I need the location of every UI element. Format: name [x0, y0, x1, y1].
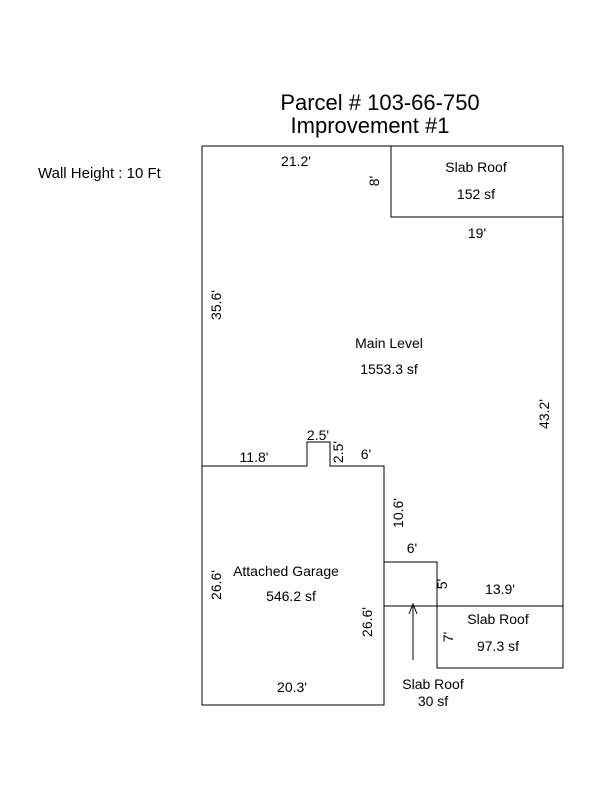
- slab-small-area: 30 sf: [418, 693, 448, 709]
- garage-name: Attached Garage: [233, 563, 339, 579]
- dim-slab-right-top: 13.9': [485, 581, 515, 597]
- slab-top-name: Slab Roof: [445, 159, 507, 175]
- garage-top-wall: [202, 441, 385, 562]
- main-level-area: 1553.3 sf: [360, 361, 418, 377]
- dim-garage-top-right: 6': [361, 446, 371, 462]
- main-outline: [201, 145, 564, 706]
- arrow-head-icon: [408, 602, 418, 615]
- dim-left-upper: 35.6': [208, 290, 224, 320]
- parcel-title: Parcel # 103-66-750: [280, 90, 480, 115]
- dim-right: 43.2': [536, 399, 552, 429]
- dim-top: 21.2': [281, 153, 311, 169]
- dim-garage-left: 26.6': [208, 570, 224, 600]
- slab-right-name: Slab Roof: [467, 611, 529, 627]
- dim-notch-side: 2.5': [330, 441, 346, 463]
- dim-garage-top-left: 11.8': [240, 449, 269, 465]
- garage-area: 546.2 sf: [266, 588, 316, 604]
- improvement-title: Improvement #1: [290, 113, 450, 138]
- dim-step-side: 5': [434, 579, 450, 589]
- dim-step-top: 6': [407, 540, 417, 556]
- main-level-name: Main Level: [355, 335, 423, 351]
- slab-roof-top-outline: [390, 146, 563, 218]
- dim-slab-top-bottom: 19': [468, 225, 486, 241]
- dim-notch-top: 2.5': [307, 427, 329, 443]
- dim-garage-bottom: 20.3': [277, 679, 307, 695]
- dim-garage-right-upper: 10.6': [390, 498, 406, 528]
- slab-top-area: 152 sf: [457, 186, 495, 202]
- dim-garage-right: 26.6': [359, 607, 375, 637]
- wall-height-label: Wall Height : 10 Ft: [38, 165, 161, 182]
- slab-roof-right-outline: [436, 606, 564, 669]
- slab-small-name: Slab Roof: [402, 676, 464, 692]
- dim-slab-right-side: 7': [440, 632, 456, 642]
- dim-slab-top-side: 8': [366, 176, 382, 186]
- slab-right-area: 97.3 sf: [477, 638, 519, 654]
